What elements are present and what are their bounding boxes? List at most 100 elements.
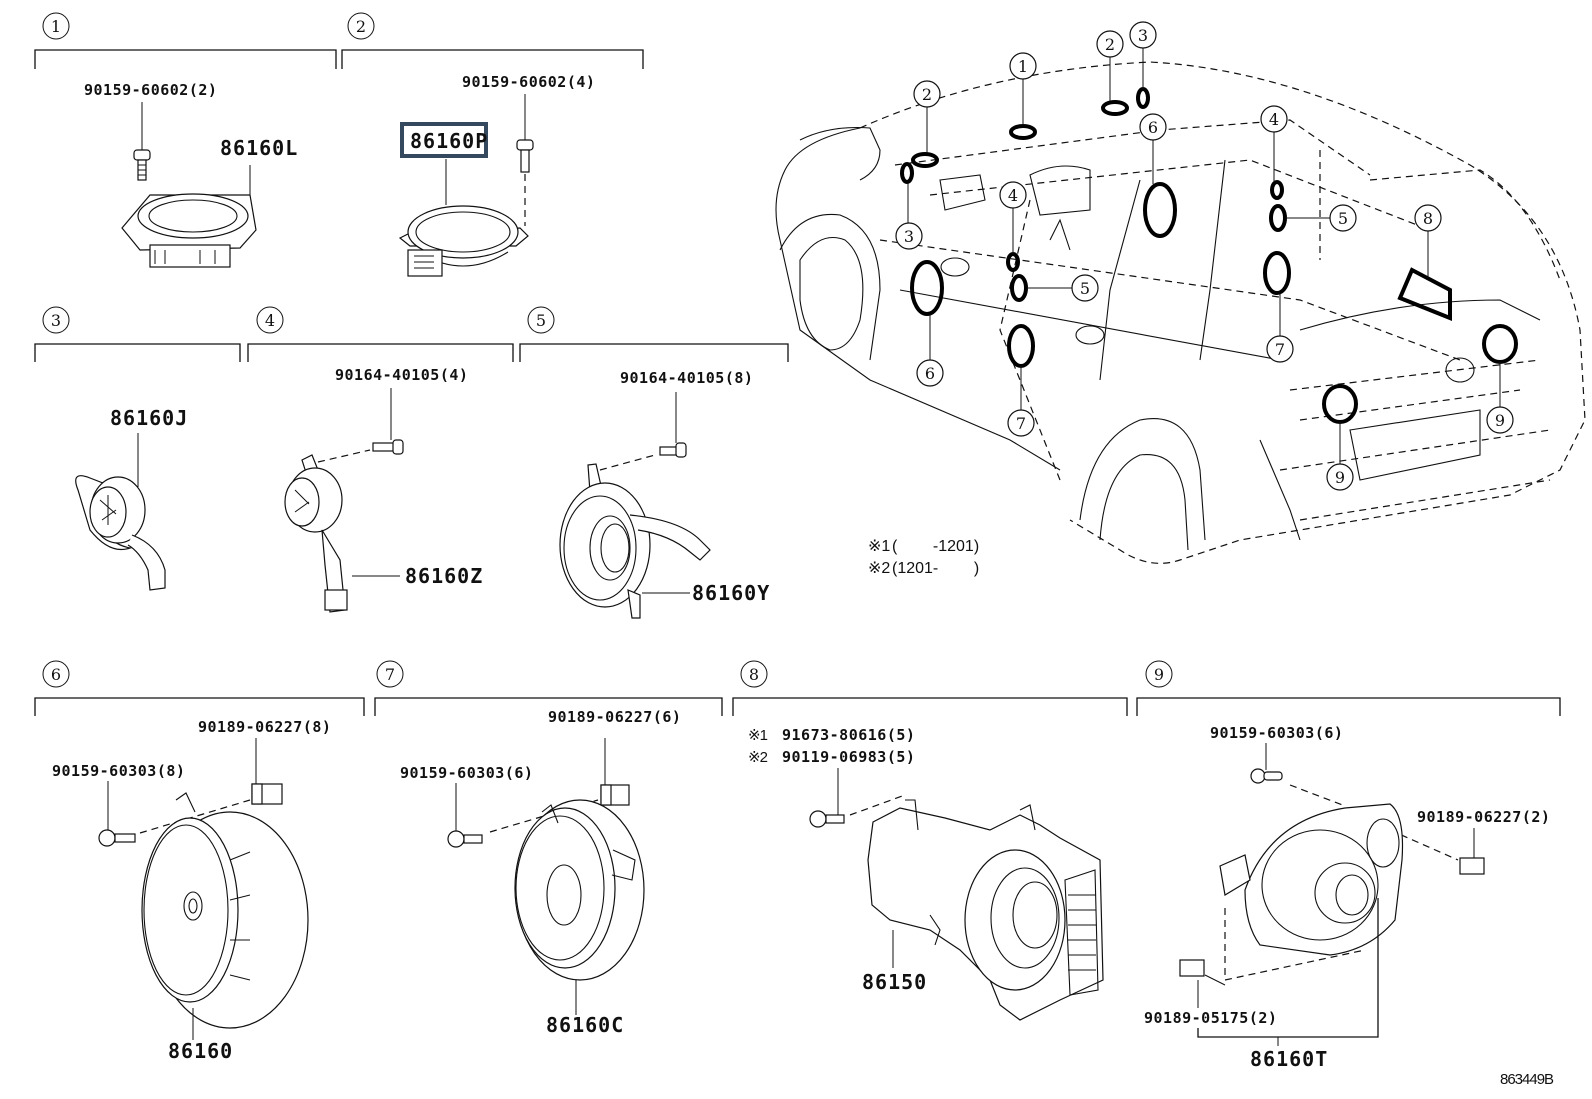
callout-7[interactable]: 7 [1007,409,1035,437]
callout-1[interactable]: 1 [1009,52,1037,80]
applicability-notes: ※1 ( -1201) ※2 (1201- ) [868,538,979,577]
part-number-label[interactable]: 86150 [862,970,927,994]
part-number-label-highlighted[interactable]: 86160P [410,129,488,153]
subwoofer-enclosure-drawing [867,799,1104,1021]
group-number: 7 [385,665,395,684]
part-number-label[interactable]: 90159-60303(6) [1210,724,1343,742]
bolt-icon [372,439,404,455]
svg-text:5: 5 [1080,279,1090,298]
svg-text:8: 8 [1423,209,1433,228]
part-number-label[interactable]: 90159-60602(4) [462,73,595,91]
location-ring-9 [1482,324,1518,364]
group-number-badge[interactable]: 2 [347,12,375,40]
part-number-label[interactable]: 90189-05175(2) [1144,1009,1277,1027]
location-ring-5 [1010,274,1028,302]
assembly-dash-line [1289,784,1346,807]
callout-2[interactable]: 2 [913,80,941,108]
location-ring-4 [1006,252,1020,272]
group-bracket [34,697,365,716]
assembly-dash-line [599,454,656,471]
group-number: 1 [51,17,61,36]
clip-nut-icon [1179,959,1205,977]
svg-text:9: 9 [1335,468,1345,487]
callout-6[interactable]: 6 [916,359,944,387]
callout-2[interactable]: 2 [1096,30,1124,58]
group-bracket [247,343,514,362]
group-3: 3 86160J [34,306,241,591]
group-number: 4 [265,311,275,330]
callout-leaders [907,48,1501,464]
callout-4[interactable]: 4 [999,181,1027,209]
callout-9[interactable]: 9 [1326,463,1354,491]
door-speaker-drawing [141,792,309,1029]
part-number-label[interactable]: 86160J [110,406,188,430]
callout-7[interactable]: 7 [1266,335,1294,363]
part-number-label[interactable]: 86160L [220,136,298,160]
part-number-label[interactable]: 86160T [1250,1047,1328,1071]
part-number-label[interactable]: 90164-40105(8) [620,369,753,387]
group-number-badge[interactable]: 6 [42,660,70,688]
callout-5[interactable]: 5 [1329,204,1357,232]
svg-text:2: 2 [922,85,932,104]
part-number-label[interactable]: 90189-06227(6) [548,708,681,726]
highlight-box [400,122,488,158]
group-bracket [34,49,337,69]
part-number-label[interactable]: 86160Z [405,564,483,588]
tweeter-drawing [75,475,166,591]
group-number-badge[interactable]: 4 [256,306,284,334]
callout-3[interactable]: 3 [1129,21,1157,49]
part-number-label[interactable]: 86160 [168,1039,233,1063]
group-number-badge[interactable]: 9 [1145,660,1173,688]
note-text: (1201- ) [892,560,979,577]
screw-icon [809,810,845,828]
rear-speaker-drawing [1219,803,1404,981]
group-number-badge[interactable]: 7 [376,660,404,688]
svg-text:2: 2 [1105,35,1115,54]
tweeter-speaker-drawing [121,193,257,268]
svg-text:4: 4 [1269,110,1279,129]
callout-6[interactable]: 6 [1139,113,1167,141]
part-number-label[interactable]: 90159-60303(8) [52,762,185,780]
group-number-badge[interactable]: 8 [740,660,768,688]
group-number-badge[interactable]: 1 [42,12,70,40]
callout-4[interactable]: 4 [1260,105,1288,133]
callout-5[interactable]: 5 [1071,274,1099,302]
assembly-dash-line [849,794,906,816]
part-number-label[interactable]: 90189-06227(8) [198,718,331,736]
svg-text:3: 3 [904,227,914,246]
note-mark: ※2 [868,560,890,577]
callout-badges: 1 2 2 3 3 4 4 5 5 6 6 7 7 8 9 9 [895,21,1514,491]
note-mark: ※1 [868,538,890,555]
part-number-label[interactable]: 90159-60303(6) [400,764,533,782]
svg-text:9: 9 [1495,411,1505,430]
bolt-icon [516,139,534,173]
clip-nut-icon [1459,857,1485,875]
part-number-label[interactable]: 86160Y [692,581,770,605]
group-number: 8 [749,665,759,684]
vehicle-location-view: 1 2 2 3 3 4 4 5 5 6 6 7 7 8 9 9 [775,21,1586,564]
part-number-label[interactable]: 91673-80616(5) [782,726,915,744]
callout-3[interactable]: 3 [895,222,923,250]
group-number-badge[interactable]: 3 [42,306,70,334]
leader-line [1204,974,1226,986]
clip-nut-icon [251,783,283,805]
part-number-label[interactable]: 90159-60602(2) [84,81,217,99]
door-speaker-drawing [559,463,711,619]
svg-text:4: 4 [1008,186,1018,205]
callout-8[interactable]: 8 [1414,204,1442,232]
svg-text:6: 6 [1148,118,1158,137]
group-4: 4 90164-40105(4) 86160Z [247,306,514,613]
group-number-badge[interactable]: 5 [527,306,555,334]
group-number: 9 [1154,665,1164,684]
speaker-drawing [398,205,529,277]
screw-icon [98,829,136,847]
callout-9[interactable]: 9 [1486,406,1514,434]
part-number-label[interactable]: 86160C [546,1013,624,1037]
bolt-icon [133,149,151,181]
part-number-label[interactable]: 90164-40105(4) [335,366,468,384]
part-number-label[interactable]: 90189-06227(2) [1417,808,1550,826]
location-ring-3 [1136,87,1150,109]
group-number: 5 [536,311,546,330]
part-number-label[interactable]: 90119-06983(5) [782,748,915,766]
vehicle-outline-drawing [775,61,1586,564]
